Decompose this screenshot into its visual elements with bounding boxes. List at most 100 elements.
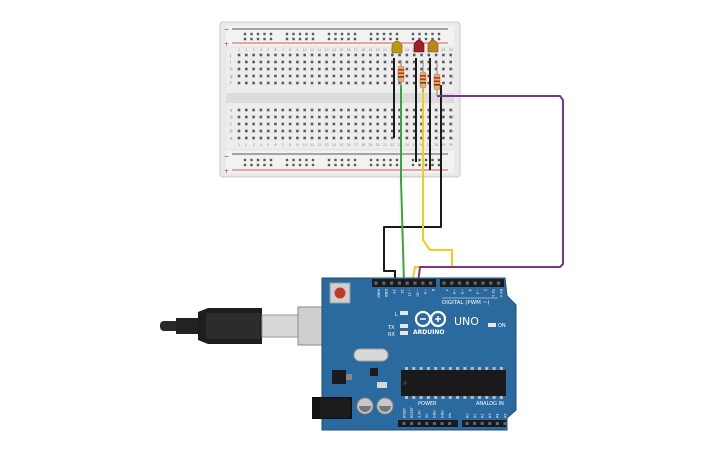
- breadboard-hole[interactable]: [347, 108, 350, 112]
- breadboard-hole[interactable]: [391, 108, 394, 112]
- breadboard-hole[interactable]: [245, 129, 248, 133]
- rail-hole[interactable]: [340, 163, 344, 167]
- breadboard-hole[interactable]: [325, 108, 328, 112]
- breadboard-hole[interactable]: [274, 53, 277, 57]
- breadboard-hole[interactable]: [398, 129, 401, 133]
- breadboard-hole[interactable]: [420, 67, 423, 71]
- header-pin[interactable]: [503, 422, 507, 425]
- rail-hole[interactable]: [369, 158, 373, 162]
- breadboard-hole[interactable]: [259, 136, 263, 140]
- components[interactable]: [391, 39, 441, 96]
- breadboard-hole[interactable]: [296, 53, 299, 57]
- led-3[interactable]: [427, 39, 439, 53]
- breadboard-hole[interactable]: [274, 67, 277, 71]
- breadboard-hole[interactable]: [281, 108, 285, 112]
- breadboard-hole[interactable]: [310, 115, 314, 119]
- breadboard-hole[interactable]: [412, 136, 416, 140]
- breadboard-hole[interactable]: [347, 115, 350, 119]
- breadboard-hole[interactable]: [412, 67, 416, 71]
- rail-hole[interactable]: [431, 158, 434, 162]
- breadboard-hole[interactable]: [369, 67, 372, 71]
- rail-hole[interactable]: [347, 32, 350, 36]
- breadboard-hole[interactable]: [325, 81, 328, 85]
- rail-hole[interactable]: [437, 158, 441, 162]
- breadboard-hole[interactable]: [259, 74, 263, 78]
- rail-hole[interactable]: [424, 158, 428, 162]
- rail-hole[interactable]: [327, 163, 331, 167]
- breadboard-hole[interactable]: [274, 122, 277, 126]
- breadboard-hole[interactable]: [332, 136, 336, 140]
- rail-hole[interactable]: [269, 158, 273, 162]
- breadboard-hole[interactable]: [318, 53, 321, 57]
- breadboard-hole[interactable]: [442, 67, 445, 71]
- breadboard-hole[interactable]: [405, 81, 409, 85]
- rail-hole[interactable]: [395, 37, 399, 41]
- breadboard-hole[interactable]: [449, 60, 452, 64]
- breadboard-hole[interactable]: [296, 122, 299, 126]
- breadboard-hole[interactable]: [325, 129, 328, 133]
- breadboard-hole[interactable]: [318, 122, 321, 126]
- breadboard-hole[interactable]: [376, 81, 379, 85]
- breadboard-hole[interactable]: [434, 108, 438, 112]
- top-rail-holes[interactable]: [243, 32, 441, 41]
- breadboard-hole[interactable]: [318, 108, 321, 112]
- rail-hole[interactable]: [424, 32, 428, 36]
- breadboard-hole[interactable]: [245, 53, 248, 57]
- breadboard-hole[interactable]: [361, 67, 365, 71]
- rail-hole[interactable]: [327, 37, 331, 41]
- header-pin[interactable]: [442, 281, 446, 285]
- header-pin[interactable]: [410, 422, 414, 425]
- breadboard-hole[interactable]: [383, 136, 387, 140]
- header-pin[interactable]: [425, 422, 429, 425]
- breadboard-hole[interactable]: [354, 67, 358, 71]
- breadboard-hole[interactable]: [420, 53, 423, 57]
- breadboard-hole[interactable]: [449, 108, 452, 112]
- breadboard-hole[interactable]: [442, 136, 445, 140]
- breadboard-hole[interactable]: [281, 60, 285, 64]
- rail-hole[interactable]: [334, 32, 337, 36]
- rail-hole[interactable]: [285, 37, 289, 41]
- breadboard-hole[interactable]: [427, 129, 431, 133]
- breadboard-hole[interactable]: [274, 74, 277, 78]
- breadboard-hole[interactable]: [391, 81, 394, 85]
- breadboard-hole[interactable]: [398, 136, 401, 140]
- breadboard-hole[interactable]: [325, 115, 328, 119]
- rail-hole[interactable]: [269, 32, 273, 36]
- header-pin[interactable]: [413, 281, 417, 285]
- rail-hole[interactable]: [263, 32, 266, 36]
- breadboard-hole[interactable]: [332, 108, 336, 112]
- breadboard-hole[interactable]: [325, 74, 328, 78]
- breadboard-hole[interactable]: [449, 53, 452, 57]
- rail-hole[interactable]: [256, 163, 260, 167]
- rail-hole[interactable]: [298, 32, 302, 36]
- rail-hole[interactable]: [334, 158, 337, 162]
- breadboard-hole[interactable]: [252, 67, 255, 71]
- breadboard-hole[interactable]: [361, 136, 365, 140]
- rail-hole[interactable]: [305, 163, 308, 167]
- breadboard-hole[interactable]: [296, 74, 299, 78]
- rail-hole[interactable]: [334, 37, 337, 41]
- breadboard-hole[interactable]: [288, 74, 292, 78]
- breadboard-hole[interactable]: [245, 122, 248, 126]
- rail-hole[interactable]: [437, 32, 441, 36]
- breadboard-hole[interactable]: [361, 60, 365, 64]
- breadboard-hole[interactable]: [296, 81, 299, 85]
- breadboard-hole[interactable]: [354, 108, 358, 112]
- breadboard-hole[interactable]: [296, 108, 299, 112]
- rail-hole[interactable]: [285, 32, 289, 36]
- breadboard-hole[interactable]: [288, 67, 292, 71]
- breadboard-hole[interactable]: [281, 81, 285, 85]
- breadboard-hole[interactable]: [274, 136, 277, 140]
- rail-hole[interactable]: [243, 158, 247, 162]
- breadboard-hole[interactable]: [339, 74, 343, 78]
- breadboard-hole[interactable]: [303, 122, 306, 126]
- breadboard-hole[interactable]: [237, 67, 241, 71]
- breadboard-hole[interactable]: [405, 122, 409, 126]
- breadboard-hole[interactable]: [266, 60, 270, 64]
- breadboard-hole[interactable]: [303, 81, 306, 85]
- rail-hole[interactable]: [292, 32, 295, 36]
- breadboard-hole[interactable]: [361, 74, 365, 78]
- breadboard-hole[interactable]: [412, 122, 416, 126]
- breadboard-hole[interactable]: [296, 136, 299, 140]
- breadboard-hole[interactable]: [398, 81, 401, 85]
